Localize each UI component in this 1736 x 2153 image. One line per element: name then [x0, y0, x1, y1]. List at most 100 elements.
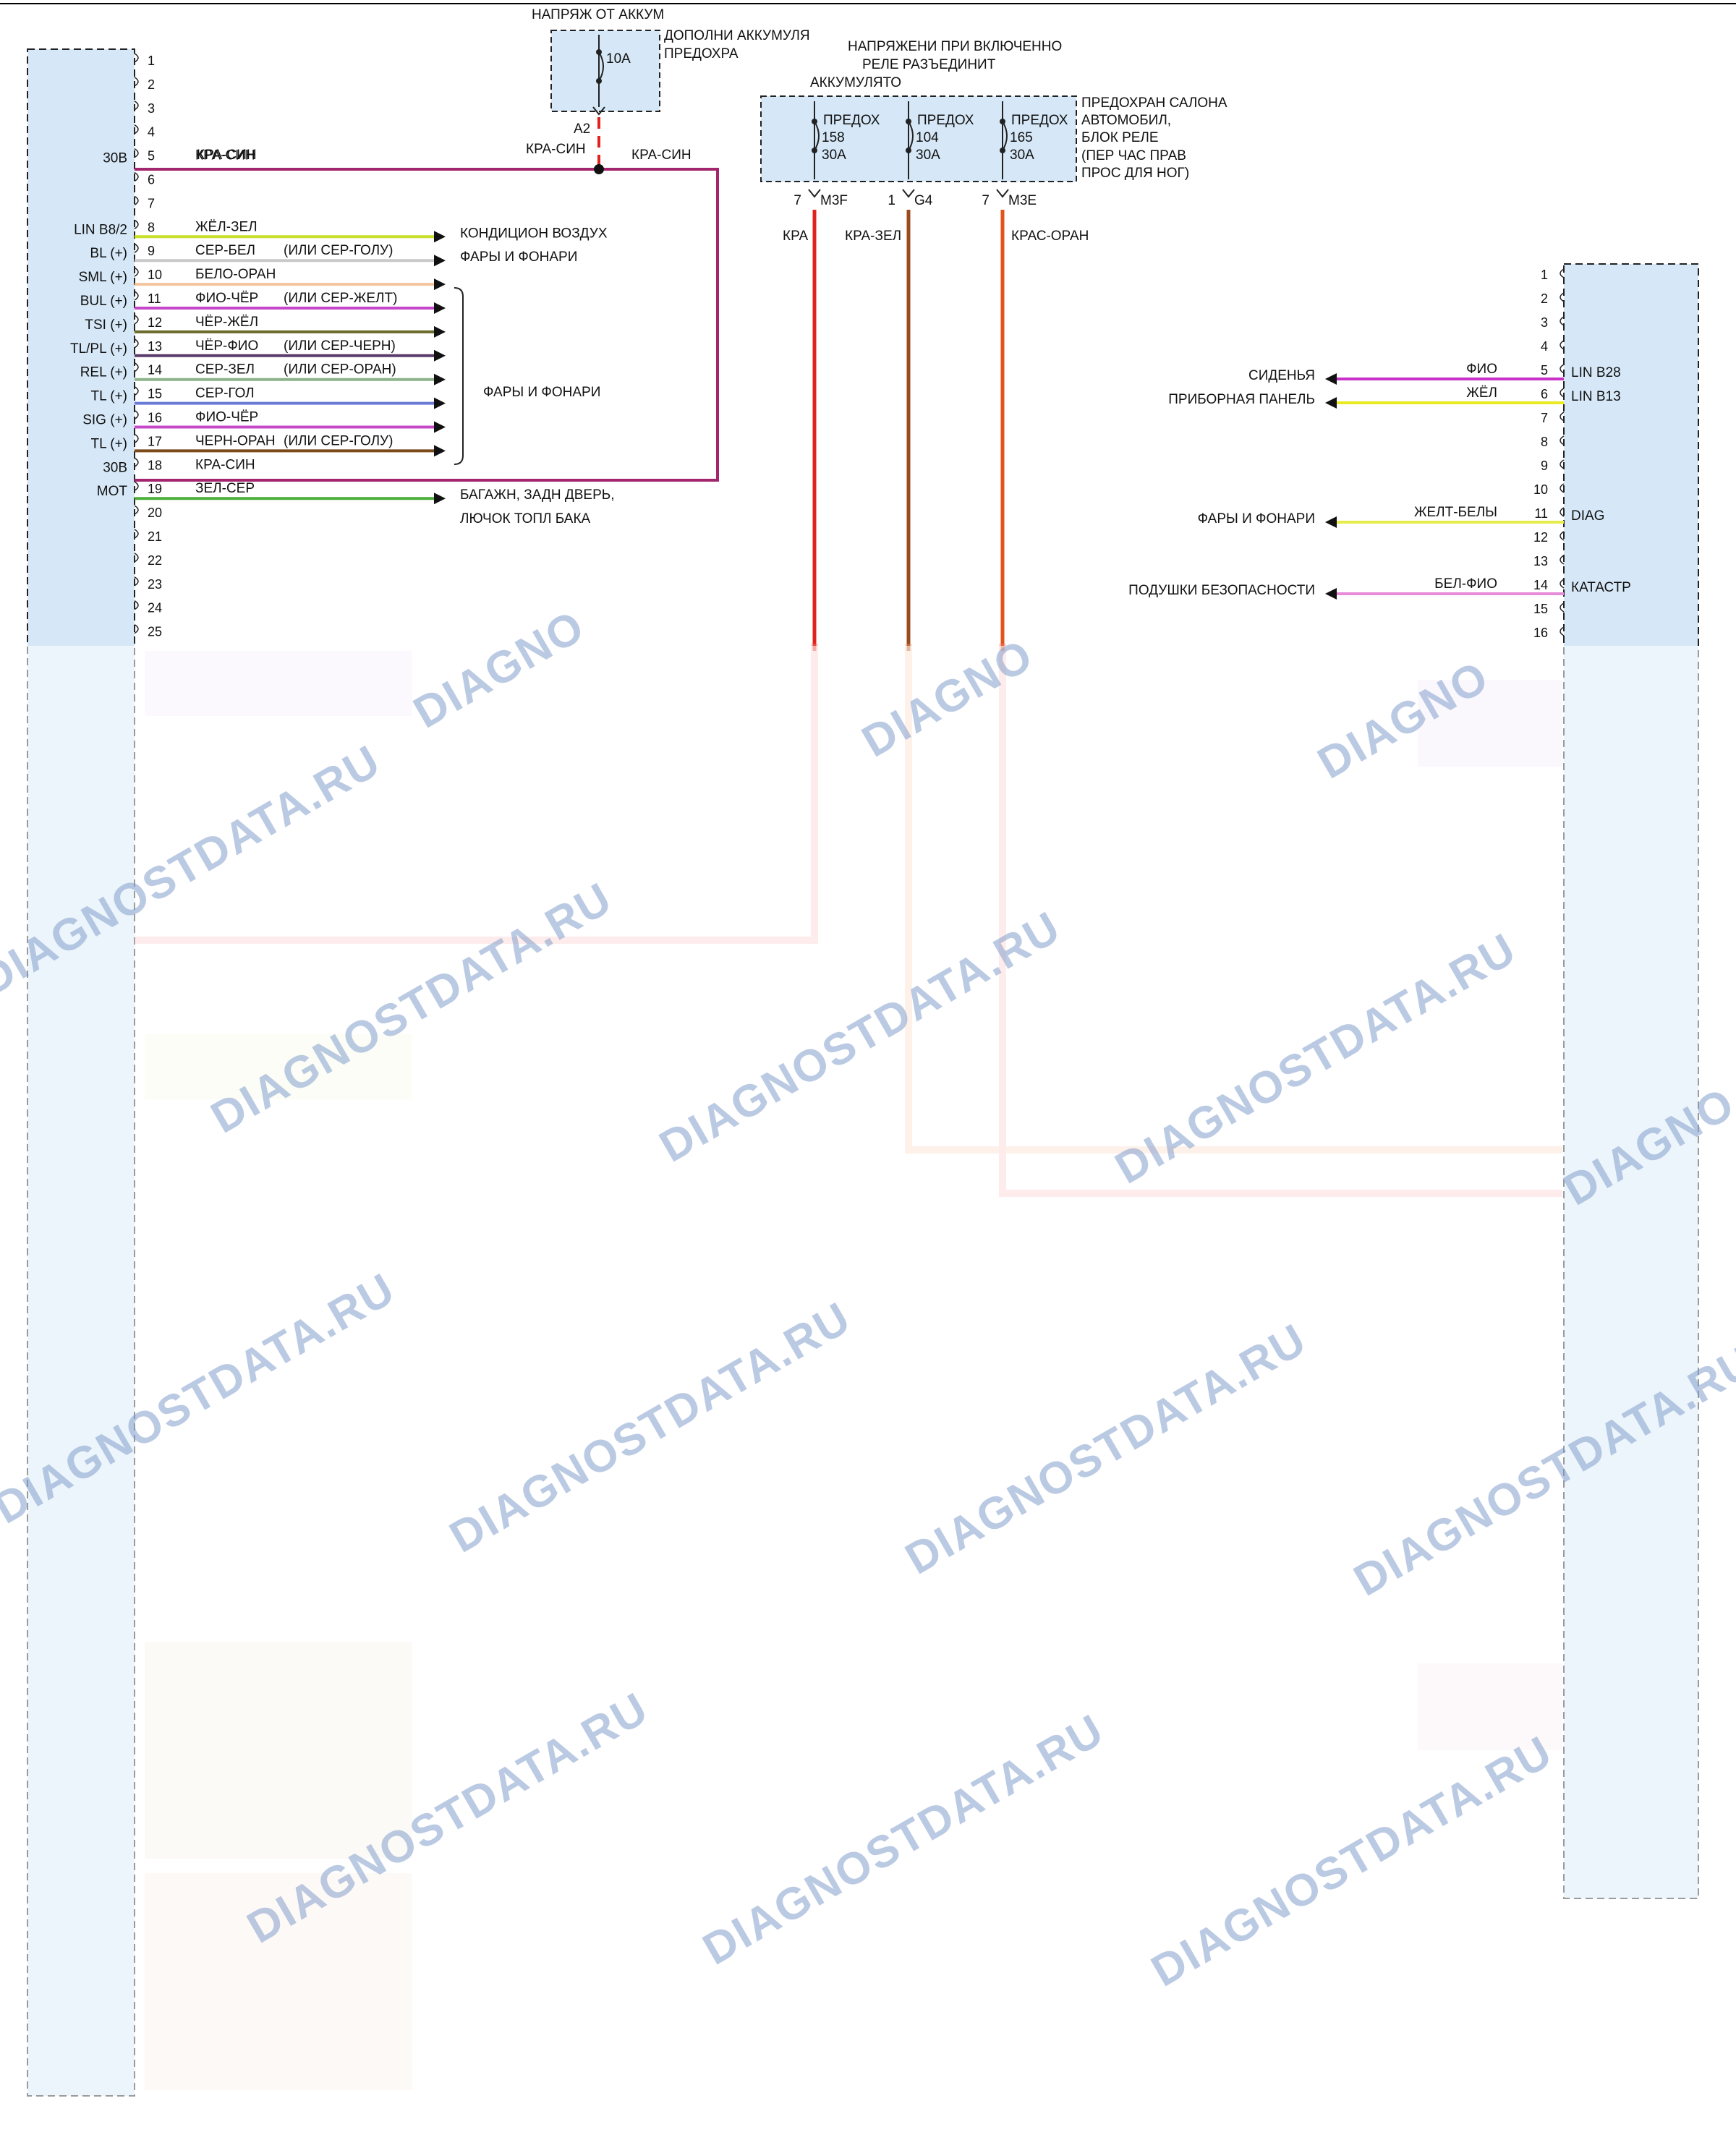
right-wires: ФИОLIN B28СИДЕНЬЯЖЁЛLIN B13ПРИБОРНАЯ ПАН…: [1128, 362, 1631, 600]
right-pin-number: 14: [1533, 578, 1548, 592]
left-wire-destination: БАГАЖН, ЗАДН ДВЕРЬ,: [460, 487, 615, 503]
right-pin-number: 7: [1541, 411, 1548, 425]
right-pin-number: 2: [1541, 291, 1548, 306]
right-wire-destination: СИДЕНЬЯ: [1248, 368, 1315, 383]
left-pin-number: 14: [148, 363, 162, 378]
fuse-wire-label: КРА-ЗЕЛ: [845, 229, 901, 244]
right-pin-number: 3: [1541, 315, 1548, 330]
right-pin-number: 8: [1541, 435, 1548, 449]
fuse-box-line2: АВТОМОБИЛ,: [1081, 113, 1171, 128]
left-pin-number: 19: [148, 482, 162, 496]
left-wire-color-label: КРА-СИН: [195, 148, 255, 163]
left-pin-number: 12: [148, 315, 162, 330]
left-pin-number: 15: [148, 387, 162, 401]
left-pin-label: SML (+): [79, 270, 127, 285]
relay-voltage-line2: РЕЛЕ РАЗЪЕДИНИТ: [862, 57, 996, 72]
left-pin-number: 4: [148, 125, 155, 140]
fuse-number: 158: [822, 130, 845, 145]
right-pin-number: 15: [1533, 602, 1548, 616]
right-pin-label: LIN B28: [1571, 365, 1621, 380]
aux-fuse-pin: A2: [574, 121, 590, 137]
fuse-rating: 30A: [916, 148, 940, 163]
left-wire-color-label: ЧЕРН-ОРАН: [195, 433, 276, 448]
right-wire-destination: ПОДУШКИ БЕЗОПАСНОСТИ: [1128, 583, 1315, 598]
left-pin-label: TSI (+): [85, 317, 127, 333]
left-wire-alt-label: (ИЛИ СЕР-ГОЛУ): [284, 243, 393, 258]
left-wire-destination: ФАРЫ И ФОНАРИ: [460, 250, 577, 265]
right-pin-label: LIN B13: [1571, 389, 1621, 404]
left-pin-label: 30В: [103, 151, 127, 166]
arrow-icon: [434, 231, 446, 242]
aux-fuse-label-2: ПРЕДОХРА: [664, 46, 739, 61]
left-pin-number: 2: [148, 77, 155, 92]
arrow-icon: [1325, 588, 1337, 600]
aux-fuse-box: 10A: [551, 30, 660, 114]
arrow-icon: [434, 326, 446, 338]
battery-voltage-label: НАПРЯЖ ОТ АККУМ: [532, 7, 664, 22]
group-brace: [454, 288, 463, 464]
arrow-icon: [434, 350, 446, 362]
connector-icon: [997, 189, 1008, 197]
arrow-icon: [1325, 397, 1337, 409]
left-wire-color-label: БЕЛО-ОРАН: [195, 267, 276, 282]
arrow-icon: [434, 422, 446, 433]
left-pin-number: 23: [148, 577, 162, 592]
fuse-box-line5: ПРОС ДЛЯ НОГ): [1081, 166, 1189, 181]
left-pin-number: 18: [148, 458, 162, 472]
fuse-label: ПРЕДОХ: [917, 113, 974, 128]
left-pin-label: BL (+): [90, 246, 127, 261]
relay-voltage-line1: НАПРЯЖЕНИ ПРИ ВКЛЮЧЕННО: [848, 39, 1062, 54]
left-pin-label: TL/PL (+): [70, 341, 127, 357]
left-pin-number: 6: [148, 173, 155, 187]
junction-wire-down-label: КРА-СИН: [526, 142, 586, 157]
left-wire-color-label: СЕР-ГОЛ: [195, 386, 255, 401]
left-pin-number: 21: [148, 529, 162, 544]
left-wire-color-label: ЖЁЛ-ЗЕЛ: [195, 219, 258, 234]
fuse-rating: 30A: [1010, 148, 1034, 163]
left-wire-alt-label: (ИЛИ СЕР-ЧЕРН): [284, 338, 396, 354]
fuse-number: 104: [916, 130, 939, 145]
fuse-box-line3: БЛОК РЕЛЕ: [1081, 130, 1159, 145]
right-pin-number: 5: [1541, 363, 1548, 378]
arrow-icon: [1325, 516, 1337, 528]
left-pin-number: 7: [148, 196, 155, 210]
aux-fuse-rating: 10A: [606, 51, 631, 67]
left-wire-alt-label: (ИЛИ СЕР-ГОЛУ): [284, 433, 393, 448]
fuse-connector-id: G4: [914, 193, 933, 208]
arrow-icon: [434, 374, 446, 385]
right-pin-number: 6: [1541, 387, 1548, 401]
left-wire-color-label: ЧЁР-ЖЁЛ: [195, 315, 258, 330]
arrow-icon: [434, 278, 446, 290]
right-wire-color-label: ЖЁЛ: [1466, 385, 1497, 401]
fuse-label: ПРЕДОХ: [823, 113, 880, 128]
right-pin-number: 4: [1541, 339, 1548, 354]
left-wire-color-label: ФИО-ЧЁР: [195, 410, 258, 425]
right-pin-number: 1: [1541, 268, 1548, 282]
right-pin-number: 12: [1533, 530, 1548, 545]
left-pin-label: TL (+): [91, 436, 128, 451]
left-pin-number: 5: [148, 149, 155, 163]
left-pin-number: 11: [148, 291, 161, 306]
right-pin-number: 16: [1533, 626, 1548, 640]
fuse-pin-number: 1: [888, 193, 895, 208]
left-wire-alt-label: (ИЛИ СЕР-ЖЕЛТ): [284, 291, 397, 306]
connector-icon: [903, 189, 914, 197]
left-wire-color-label: КРА-СИН: [195, 457, 255, 472]
fuse-connector-id: M3F: [820, 193, 848, 208]
left-pin-number: 13: [148, 339, 162, 354]
arrow-icon: [434, 493, 446, 504]
right-pin-label: DIAG: [1571, 508, 1604, 524]
right-wire-destination: ФАРЫ И ФОНАРИ: [1198, 511, 1315, 526]
left-pin-number: 8: [148, 220, 155, 234]
left-pin-label: TL (+): [91, 389, 128, 404]
left-pin-number: 3: [148, 101, 155, 116]
left-pin-label: МОТ: [97, 484, 128, 499]
fuse-label: ПРЕДОХ: [1011, 113, 1068, 128]
right-pin-number: 9: [1541, 459, 1548, 473]
left-pin-number: 25: [148, 625, 162, 639]
left-pin-label: SIG (+): [82, 413, 127, 428]
right-pin-label: КАТАСТР: [1571, 580, 1631, 595]
left-pin-number: 10: [148, 268, 162, 282]
group-dest-label: ФАРЫ И ФОНАРИ: [483, 385, 600, 400]
